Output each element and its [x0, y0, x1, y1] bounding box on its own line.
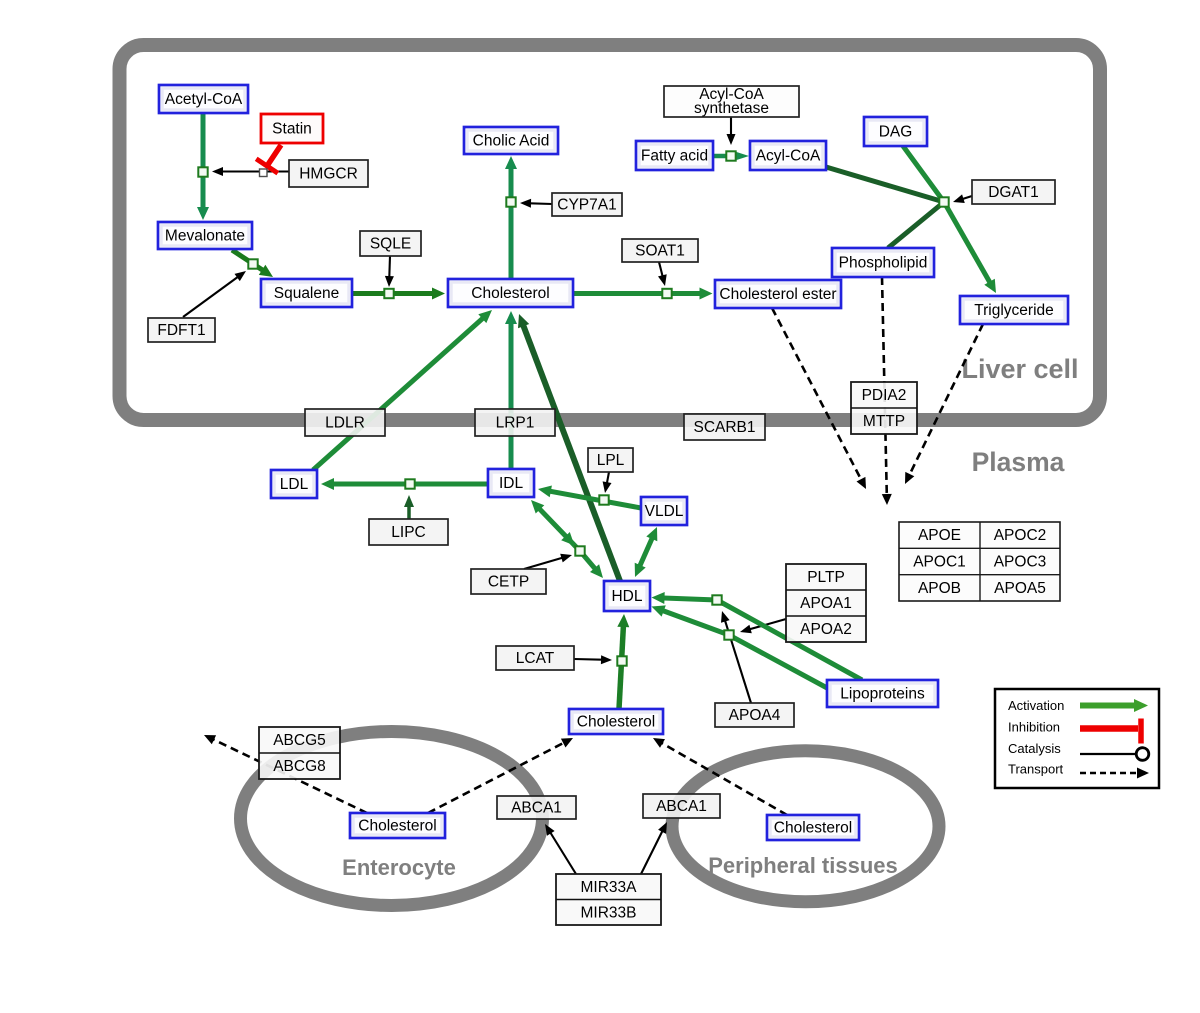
svg-text:SOAT1: SOAT1	[635, 243, 685, 260]
svg-text:PDIA2: PDIA2	[862, 387, 907, 404]
svg-text:Cholesterol: Cholesterol	[774, 820, 852, 837]
svg-text:MIR33A: MIR33A	[581, 879, 638, 896]
svg-text:SQLE: SQLE	[370, 236, 411, 253]
svg-text:PLTP: PLTP	[807, 569, 845, 586]
svg-text:Transport: Transport	[1008, 762, 1064, 777]
svg-text:Liver cell: Liver cell	[961, 354, 1078, 384]
svg-text:Mevalonate: Mevalonate	[165, 228, 245, 245]
svg-text:APOC3: APOC3	[994, 554, 1047, 571]
svg-text:LDL: LDL	[280, 476, 309, 493]
svg-text:IDL: IDL	[499, 475, 524, 492]
svg-text:Catalysis: Catalysis	[1008, 741, 1061, 756]
svg-text:MIR33B: MIR33B	[581, 905, 637, 922]
svg-text:Acetyl-CoA: Acetyl-CoA	[165, 91, 243, 108]
svg-text:ABCA1: ABCA1	[511, 800, 562, 817]
svg-text:Activation: Activation	[1008, 698, 1064, 713]
svg-text:APOA4: APOA4	[729, 707, 781, 724]
svg-text:Statin: Statin	[272, 121, 312, 138]
svg-text:Lipoproteins: Lipoproteins	[840, 686, 925, 703]
svg-text:Phospholipid: Phospholipid	[839, 255, 928, 272]
svg-text:Cholesterol: Cholesterol	[577, 714, 655, 731]
svg-text:APOC1: APOC1	[913, 554, 966, 571]
svg-text:FDFT1: FDFT1	[157, 322, 205, 339]
svg-text:Plasma: Plasma	[972, 447, 1065, 477]
svg-text:LCAT: LCAT	[516, 650, 555, 667]
svg-text:HMGCR: HMGCR	[299, 166, 358, 183]
svg-text:APOA1: APOA1	[800, 595, 852, 612]
svg-text:Enterocyte: Enterocyte	[342, 855, 456, 880]
svg-text:ABCG8: ABCG8	[273, 758, 326, 775]
svg-text:Cholesterol ester: Cholesterol ester	[719, 286, 836, 303]
svg-text:SCARB1: SCARB1	[693, 419, 755, 436]
svg-text:Cholesterol: Cholesterol	[358, 818, 436, 835]
svg-text:synthetase: synthetase	[694, 100, 769, 117]
svg-text:Inhibition: Inhibition	[1008, 720, 1060, 735]
svg-text:Squalene: Squalene	[274, 285, 340, 302]
svg-text:Acyl-CoA: Acyl-CoA	[756, 148, 821, 165]
svg-text:Cholesterol: Cholesterol	[471, 285, 549, 302]
svg-text:APOB: APOB	[918, 580, 961, 597]
svg-text:MTTP: MTTP	[863, 413, 905, 430]
svg-text:Acyl-CoA: Acyl-CoA	[699, 86, 764, 103]
svg-text:APOA2: APOA2	[800, 621, 852, 638]
svg-text:Fatty acid: Fatty acid	[641, 148, 708, 165]
svg-text:LDLR: LDLR	[325, 415, 365, 432]
svg-text:Peripheral tissues: Peripheral tissues	[708, 853, 898, 878]
svg-text:APOE: APOE	[918, 527, 961, 544]
svg-text:APOC2: APOC2	[994, 527, 1047, 544]
svg-text:LRP1: LRP1	[496, 415, 535, 432]
svg-text:VLDL: VLDL	[645, 503, 684, 520]
svg-text:ABCA1: ABCA1	[656, 798, 707, 815]
svg-text:ABCG5: ABCG5	[273, 732, 326, 749]
svg-text:CYP7A1: CYP7A1	[557, 197, 616, 214]
svg-text:APOA5: APOA5	[994, 580, 1046, 597]
svg-text:LPL: LPL	[597, 452, 625, 469]
svg-text:DGAT1: DGAT1	[988, 184, 1039, 201]
svg-text:LIPC: LIPC	[391, 524, 425, 541]
svg-text:HDL: HDL	[611, 588, 642, 605]
svg-text:CETP: CETP	[488, 574, 529, 591]
svg-text:DAG: DAG	[879, 124, 913, 141]
svg-text:Cholic Acid: Cholic Acid	[473, 133, 550, 150]
svg-text:Triglyceride: Triglyceride	[974, 302, 1054, 319]
